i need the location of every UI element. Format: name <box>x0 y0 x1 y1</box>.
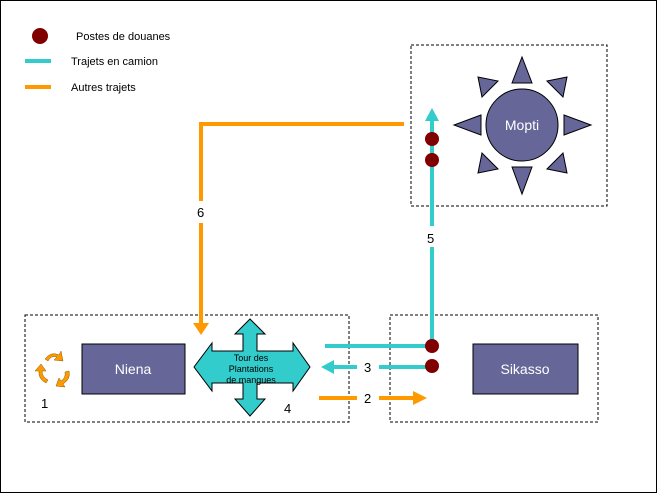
sun-ray-nw <box>477 76 500 99</box>
niena-box <box>81 343 186 395</box>
customs-post-mopti-1 <box>425 132 439 146</box>
tour-cross-arrow <box>193 318 311 417</box>
sun-ray-sw <box>477 151 500 174</box>
route-6-line <box>199 122 404 201</box>
route-5-arrowhead <box>425 108 439 121</box>
legend: Postes de douanes Trajets en camion Autr… <box>25 28 171 94</box>
tour-label-line2: Plantations <box>229 364 274 374</box>
legend-truck-swatch <box>25 59 51 63</box>
sun-ray-e <box>563 114 593 136</box>
sikasso-label: Sikasso <box>500 361 549 377</box>
sun-ray-w <box>452 114 482 136</box>
cycle-arrows-icon <box>34 350 70 388</box>
sun-ray-ne <box>545 76 568 99</box>
step-5-label: 5 <box>427 231 434 246</box>
legend-truck-label: Trajets en camion <box>71 56 158 68</box>
step-2-label: 2 <box>364 391 371 406</box>
route-2-arrowhead <box>413 391 427 405</box>
mopti-region <box>410 44 608 207</box>
step-1-label: 1 <box>41 396 48 411</box>
mopti-label: Mopti <box>505 117 539 133</box>
tour-label-line1: Tour des <box>234 353 269 363</box>
legend-customs-label: Postes de douanes <box>76 31 171 43</box>
cycle-arrow-right <box>55 370 70 388</box>
customs-post-mopti-2 <box>425 153 439 167</box>
cycle-arrow-left <box>34 363 49 384</box>
legend-customs-dot <box>32 28 48 44</box>
legend-other-label: Autres trajets <box>71 82 136 94</box>
customs-post-sikasso-2 <box>425 359 439 373</box>
niena-label: Niena <box>115 361 152 377</box>
sun-ray-se <box>545 151 568 174</box>
mopti-sun <box>452 55 593 196</box>
step-4-label: 4 <box>284 401 291 416</box>
legend-other-swatch <box>25 85 51 89</box>
mopti-circle <box>485 88 559 162</box>
route-3-arrowhead <box>321 360 334 374</box>
tour-label-line3: de mangues <box>226 375 276 385</box>
sun-ray-s <box>511 166 533 196</box>
customs-post-sikasso-1 <box>425 339 439 353</box>
route-6-arrowhead <box>193 323 209 335</box>
cycle-arrow-top <box>44 350 64 362</box>
sikasso-box <box>472 343 579 395</box>
sun-ray-n <box>511 55 533 84</box>
step-6-label: 6 <box>197 205 204 220</box>
step-3-label: 3 <box>364 360 371 375</box>
